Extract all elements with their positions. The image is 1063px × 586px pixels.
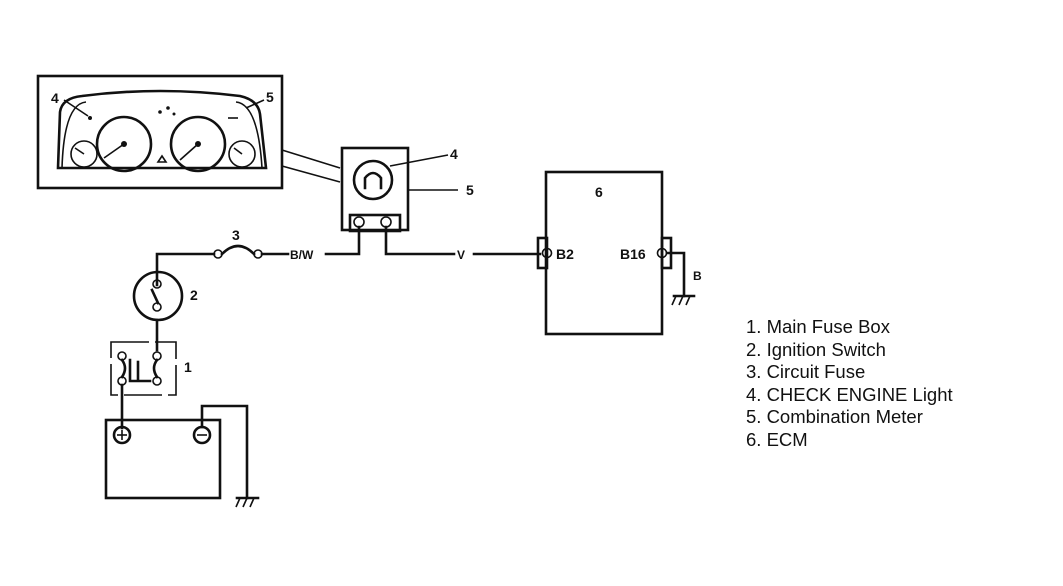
small-gauge-right (228, 140, 256, 168)
callout-ignition-switch: 2 (190, 287, 198, 303)
legend-item: 5. Combination Meter (746, 406, 923, 427)
zoom-line (281, 165, 341, 183)
component-legend: 1. Main Fuse Box 2. Ignition Switch 3. C… (746, 316, 953, 451)
legend-item: 3. Circuit Fuse (746, 361, 866, 382)
indicator-dot (172, 112, 176, 116)
battery-positive-terminal (112, 425, 132, 445)
fuse-box-outline (110, 341, 177, 396)
bulb-socket (352, 159, 394, 201)
circuit-fuse: 3 B/W (155, 225, 361, 287)
gauge-needle (74, 147, 85, 155)
fuse-element (220, 244, 256, 256)
callout-leader (63, 99, 89, 117)
fusebox-bus (128, 358, 152, 383)
wire-switch-to-fuse (155, 252, 216, 287)
socket-connector (348, 213, 402, 233)
combination-meter-inset: 4 5 (36, 74, 341, 190)
switch-terminal (152, 279, 162, 289)
ignition-switch: 2 (132, 270, 198, 352)
socket-terminal (353, 216, 365, 228)
ecm: 6 B2 B16 B (536, 170, 702, 336)
gauge-hub (121, 141, 127, 147)
ground-icon (242, 497, 248, 508)
main-fuse-box: 1 (110, 341, 192, 396)
wire-meter-out (384, 225, 456, 256)
legend-item: 1. Main Fuse Box (746, 316, 890, 337)
warning-triangle-icon (156, 154, 168, 163)
gauge-needle (233, 147, 243, 155)
signal-wire: V (384, 225, 542, 262)
gauge-needle (103, 143, 125, 159)
ground-icon (671, 295, 677, 306)
legend-item: 4. CHECK ENGINE Light (746, 383, 953, 405)
ground-icon (249, 497, 255, 508)
callout-leader (389, 154, 449, 167)
callout-meter-light: 4 (51, 90, 59, 106)
legend-item: 2. Ignition Switch (746, 338, 886, 360)
indicator-dot (158, 110, 162, 114)
fusebox-link (120, 358, 127, 379)
wire-bw-to-meter (324, 225, 361, 256)
ground-icon (685, 295, 691, 306)
terminal-label-b2: B2 (556, 246, 574, 262)
callout-leader (245, 99, 265, 109)
check-engine-light-socket: 4 5 (340, 146, 474, 233)
meter-bezel-line (235, 101, 263, 169)
bulb-icon (363, 171, 383, 190)
meter-bezel-line (61, 101, 87, 169)
switch-terminal (152, 302, 162, 312)
speedometer-gauge (95, 115, 153, 173)
inset-frame (36, 74, 284, 190)
callout-combination-meter: 5 (466, 182, 474, 198)
gauge-hub (195, 141, 201, 147)
wire-color-b: B (693, 269, 702, 283)
wire-color-v: V (457, 248, 465, 262)
ecm-terminal-b2 (541, 247, 553, 259)
tachometer-gauge (169, 115, 227, 173)
callout-light-socket: 4 (450, 146, 458, 162)
callout-circuit-fuse: 3 (232, 227, 240, 243)
battery (104, 383, 260, 508)
callout-meter-cluster: 5 (266, 89, 274, 105)
ground-icon (235, 497, 241, 508)
gauge-needle (179, 143, 199, 161)
terminal-label-b16: B16 (620, 246, 646, 262)
wire-ecm-ground (665, 251, 686, 298)
wire-color-bw: B/W (290, 248, 314, 262)
callout-main-fuse-box: 1 (184, 359, 192, 375)
check-engine-indicator (88, 116, 92, 120)
battery-case (104, 418, 222, 500)
socket-terminal (380, 216, 392, 228)
indicator-dot (166, 106, 170, 110)
switch-contact (150, 288, 160, 305)
small-gauge-left (70, 140, 98, 168)
ecm-connector-left (536, 236, 549, 270)
ground-icon (678, 295, 684, 306)
zoom-line (281, 149, 341, 169)
legend-item: 6. ECM (746, 428, 808, 450)
callout-ecm: 6 (595, 184, 603, 200)
fusebox-link (152, 358, 159, 379)
wire-battery-ground (200, 404, 249, 500)
